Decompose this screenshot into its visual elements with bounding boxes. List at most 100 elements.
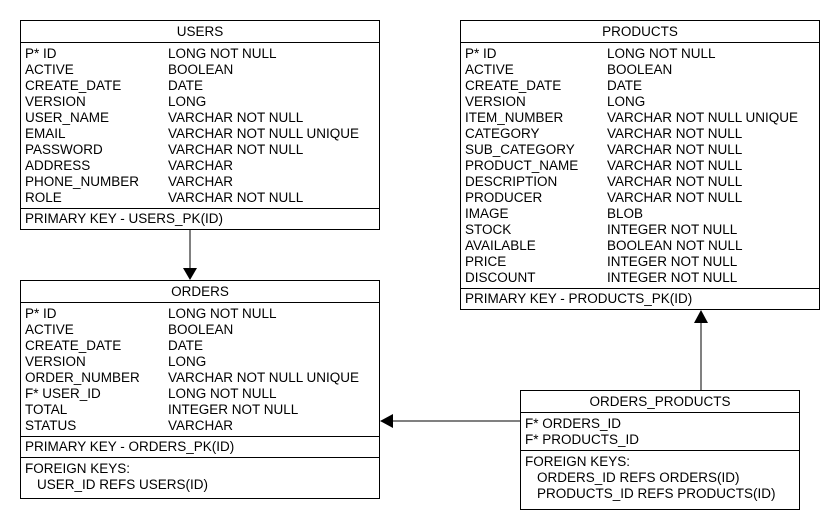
column-row: PRICE INTEGER NOT NULL bbox=[465, 254, 819, 270]
column-name: F* PRODUCTS_ID bbox=[525, 432, 640, 447]
column-name: ACTIVE bbox=[25, 62, 74, 77]
column-name: VERSION bbox=[25, 354, 86, 369]
column-row: VERSION LONG bbox=[25, 354, 379, 370]
column-row: ACTIVE BOOLEAN bbox=[25, 62, 379, 78]
column-name: ACTIVE bbox=[465, 62, 514, 77]
column-type: INTEGER NOT NULL bbox=[607, 254, 738, 269]
orders-products-fk-ref: PRODUCTS_ID REFS PRODUCTS(ID) bbox=[537, 486, 776, 501]
orders-products-foreign-keys-label: FOREIGN KEYS: bbox=[525, 454, 631, 469]
column-type: VARCHAR bbox=[168, 418, 234, 433]
orders-products-orders-arrowhead bbox=[380, 414, 393, 428]
column-type: VARCHAR bbox=[168, 158, 234, 173]
column-name: VERSION bbox=[465, 94, 526, 109]
column-name: SUB_CATEGORY bbox=[465, 142, 575, 157]
orders-foreign-keys-label: FOREIGN KEYS: bbox=[25, 461, 131, 476]
column-name: CREATE_DATE bbox=[465, 78, 562, 93]
column-name: ITEM_NUMBER bbox=[465, 110, 564, 125]
column-name: EMAIL bbox=[25, 126, 66, 141]
column-row: PHONE_NUMBER VARCHAR bbox=[25, 174, 379, 190]
column-type: DATE bbox=[607, 78, 643, 93]
column-type: LONG NOT NULL bbox=[607, 46, 716, 61]
column-type: VARCHAR bbox=[168, 174, 234, 189]
column-row: P* ID LONG NOT NULL bbox=[465, 46, 819, 62]
orders-products-fk-ref: ORDERS_ID REFS ORDERS(ID) bbox=[537, 470, 740, 485]
column-row: DESCRIPTION VARCHAR NOT NULL bbox=[465, 174, 819, 190]
column-name: PHONE_NUMBER bbox=[25, 174, 140, 189]
column-name: P* ID bbox=[25, 46, 57, 61]
column-type: BOOLEAN NOT NULL bbox=[607, 238, 743, 253]
column-type: VARCHAR NOT NULL bbox=[607, 158, 743, 173]
column-name: STATUS bbox=[25, 418, 77, 433]
column-type: LONG NOT NULL bbox=[168, 386, 277, 401]
column-type: BOOLEAN bbox=[168, 322, 234, 337]
column-name: VERSION bbox=[25, 94, 86, 109]
column-name: PRODUCER bbox=[465, 190, 543, 205]
column-type: LONG bbox=[168, 354, 207, 369]
column-name: DISCOUNT bbox=[465, 270, 536, 285]
column-row: VERSION LONG bbox=[465, 94, 819, 110]
column-name: PRICE bbox=[465, 254, 507, 269]
orders-table-title: ORDERS bbox=[21, 281, 379, 303]
column-row: PRODUCT_NAME VARCHAR NOT NULL bbox=[465, 158, 819, 174]
column-type: VARCHAR NOT NULL UNIQUE bbox=[168, 370, 360, 385]
column-name: TOTAL bbox=[25, 402, 68, 417]
column-name: STOCK bbox=[465, 222, 512, 237]
column-row: F* PRODUCTS_ID bbox=[525, 432, 799, 448]
column-type: VARCHAR NOT NULL bbox=[168, 110, 304, 125]
products-table-title: PRODUCTS bbox=[461, 21, 819, 43]
column-name: DESCRIPTION bbox=[465, 174, 558, 189]
column-type: VARCHAR NOT NULL bbox=[607, 126, 743, 141]
column-type: BOOLEAN bbox=[168, 62, 234, 77]
column-row: AVAILABLE BOOLEAN NOT NULL bbox=[465, 238, 819, 254]
column-name: CREATE_DATE bbox=[25, 78, 122, 93]
column-row: CREATE_DATE DATE bbox=[465, 78, 819, 94]
column-type: VARCHAR NOT NULL bbox=[168, 142, 304, 157]
column-row: CREATE_DATE DATE bbox=[25, 338, 379, 354]
column-name: AVAILABLE bbox=[465, 238, 536, 253]
column-name: PRODUCT_NAME bbox=[465, 158, 579, 173]
products-primary-key: PRIMARY KEY - PRODUCTS_PK(ID) bbox=[461, 288, 819, 309]
column-name: ORDER_NUMBER bbox=[25, 370, 140, 385]
column-type: VARCHAR NOT NULL bbox=[607, 174, 743, 189]
orders-products-products-arrowhead bbox=[694, 310, 708, 323]
orders-foreign-keys: FOREIGN KEYS: USER_ID REFS USERS(ID) bbox=[21, 457, 379, 496]
column-name: ACTIVE bbox=[25, 322, 74, 337]
orders-primary-key: PRIMARY KEY - ORDERS_PK(ID) bbox=[21, 436, 379, 457]
users-table-title: USERS bbox=[21, 21, 379, 43]
orders-products-table-title: ORDERS_PRODUCTS bbox=[521, 391, 799, 413]
column-type: LONG NOT NULL bbox=[168, 306, 277, 321]
column-type: LONG NOT NULL bbox=[168, 46, 277, 61]
column-name: ADDRESS bbox=[25, 158, 91, 173]
column-row: ORDER_NUMBER VARCHAR NOT NULL UNIQUE bbox=[25, 370, 379, 386]
orders-fk-ref: USER_ID REFS USERS(ID) bbox=[37, 477, 209, 492]
column-name: P* ID bbox=[465, 46, 497, 61]
column-row: STATUS VARCHAR bbox=[25, 418, 379, 434]
users-primary-key: PRIMARY KEY - USERS_PK(ID) bbox=[21, 208, 379, 229]
column-type: LONG bbox=[607, 94, 646, 109]
column-type: VARCHAR NOT NULL UNIQUE bbox=[168, 126, 360, 141]
column-name: CREATE_DATE bbox=[25, 338, 122, 353]
orders-products-foreign-keys: FOREIGN KEYS: ORDERS_ID REFS ORDERS(ID) … bbox=[521, 450, 799, 505]
column-row: F* ORDERS_ID bbox=[525, 416, 799, 432]
column-type: DATE bbox=[168, 338, 204, 353]
